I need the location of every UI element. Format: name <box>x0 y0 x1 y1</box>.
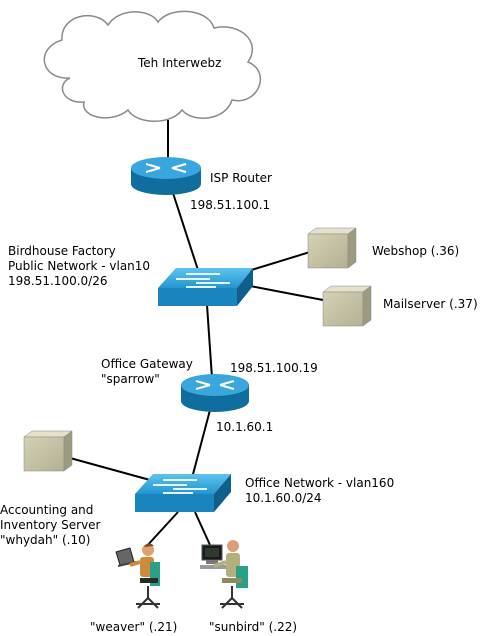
mailserver-icon <box>322 285 372 327</box>
isp-router-label: ISP Router <box>210 171 272 185</box>
office-gateway-router-icon <box>181 374 249 412</box>
link-switch2-weaver <box>144 511 179 549</box>
webshop-server-icon <box>307 227 357 269</box>
connection-lines <box>69 120 324 549</box>
cloud-icon <box>43 10 261 122</box>
office-gateway-public-ip: 198.51.100.19 <box>230 361 318 375</box>
accounting-server-label: Accounting and Inventory Server "whydah"… <box>0 503 101 547</box>
public-switch-icon <box>158 268 253 306</box>
sunbird-label: "sunbird" (.22) <box>209 620 298 634</box>
link-switch1-mailserver <box>244 284 324 301</box>
office-switch-icon <box>135 474 231 512</box>
cloud-label: Teh Interwebz <box>138 56 222 70</box>
link-gateway-switch2 <box>191 409 211 479</box>
sunbird-workstation-icon <box>200 540 248 609</box>
link-switch2-server <box>69 457 151 481</box>
webshop-label: Webshop (.36) <box>372 244 460 258</box>
accounting-server-icon <box>23 430 73 472</box>
link-switch1-gateway <box>206 304 213 379</box>
office-network-label: Office Network - vlan160 10.1.60.0/24 <box>245 476 395 505</box>
weaver-label: "weaver" (.21) <box>90 620 178 634</box>
isp-router-ip: 198.51.100.1 <box>190 198 271 212</box>
public-network-label: Birdhouse Factory Public Network - vlan1… <box>8 244 151 288</box>
office-gateway-label: Office Gateway "sparrow" <box>101 357 193 386</box>
link-isp-switch1 <box>171 189 199 271</box>
weaver-workstation-icon <box>115 543 160 609</box>
link-switch2-sunbird <box>194 511 211 546</box>
mailserver-label: Mailserver (.37) <box>383 297 478 311</box>
office-gateway-private-ip: 10.1.60.1 <box>216 420 274 434</box>
isp-router-icon <box>131 157 201 195</box>
link-switch1-webshop <box>244 251 311 273</box>
